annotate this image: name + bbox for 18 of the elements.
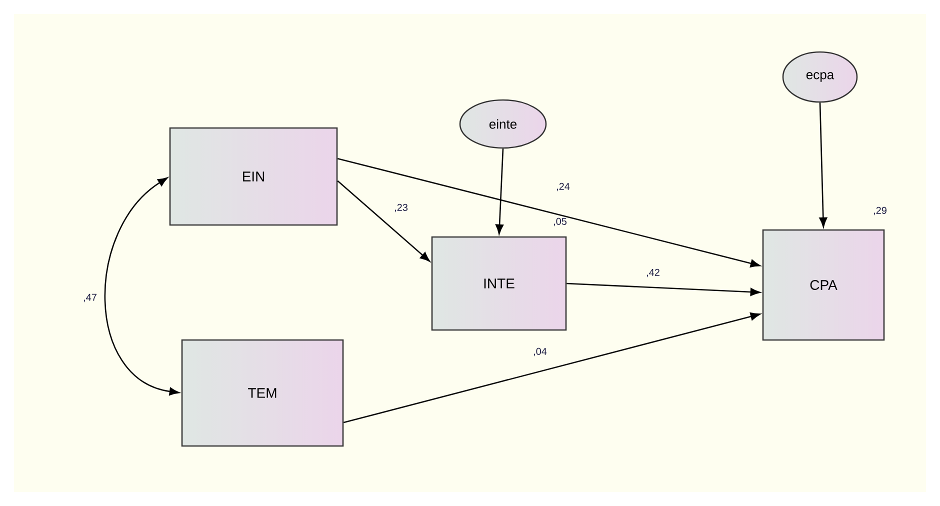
arrow xyxy=(338,158,760,268)
arrow xyxy=(819,102,828,228)
arrow xyxy=(104,177,180,396)
coefficient-label: ,05 xyxy=(554,218,567,226)
edge-label: ,47 xyxy=(82,292,98,304)
edge-label: ,04 xyxy=(532,346,548,358)
variable-box: CPA xyxy=(762,229,885,341)
edge-label: ,23 xyxy=(393,202,409,214)
edge-label: ,24 xyxy=(555,182,571,192)
edge-label: ,42 xyxy=(645,268,661,278)
variable-box: INTE xyxy=(431,236,567,331)
arrow xyxy=(566,282,760,296)
arrow xyxy=(496,148,504,234)
arrow xyxy=(344,312,760,424)
coefficient-label: ,29 xyxy=(874,206,886,216)
arrow xyxy=(337,180,430,262)
variable-box: EIN xyxy=(169,127,338,226)
variable-box: TEM xyxy=(181,339,344,447)
